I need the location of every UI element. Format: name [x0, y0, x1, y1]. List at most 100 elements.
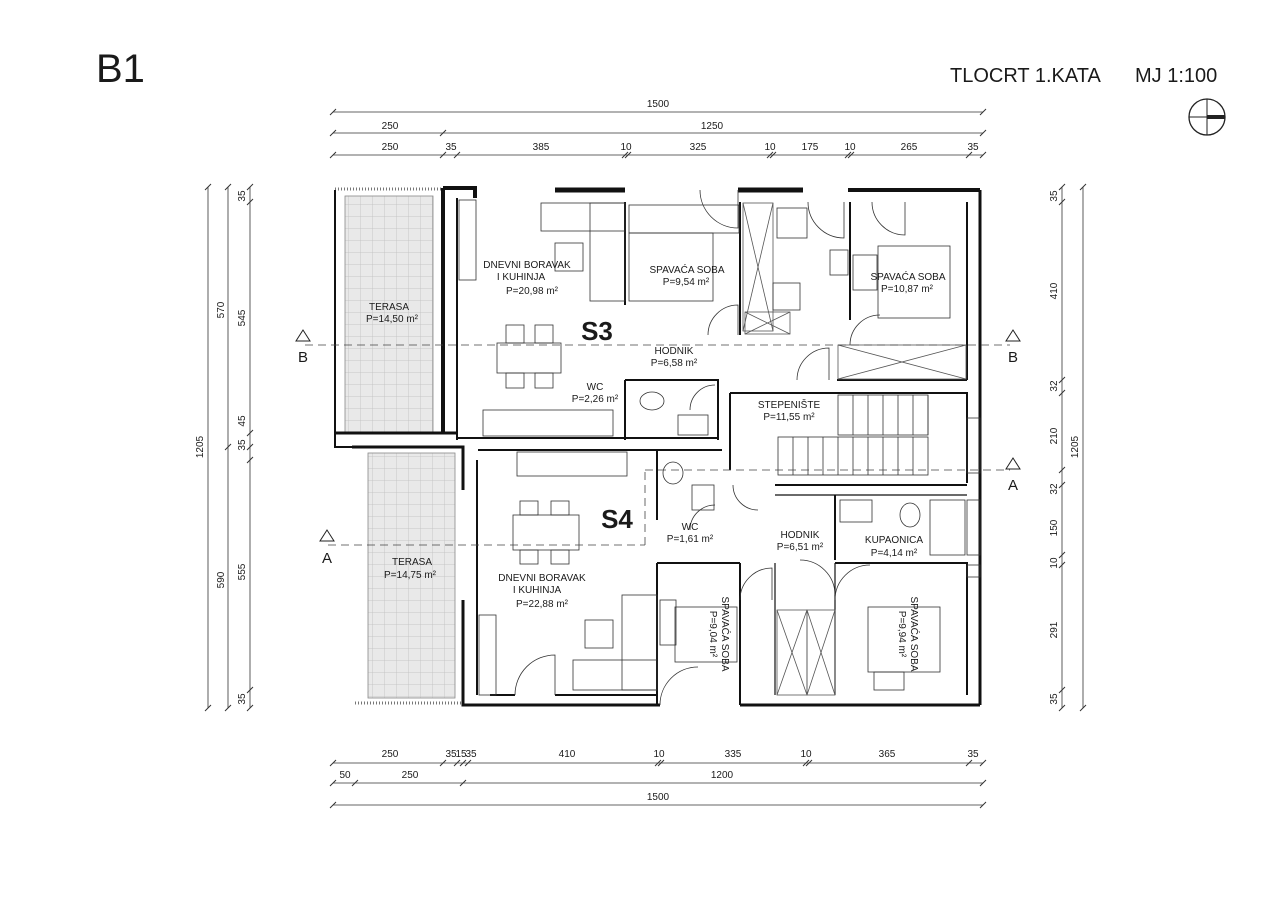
room-s4-wc-name: WC — [682, 522, 699, 533]
dimension-tick — [624, 151, 632, 159]
dim-top-row3-8: 265 — [901, 142, 918, 153]
dim-top-row3-1: 35 — [445, 142, 457, 153]
dimension-tick — [1079, 183, 1087, 191]
dimension-tick — [246, 456, 254, 464]
room-s4-wc-area: P=1,61 m² — [667, 534, 714, 545]
dim-right-inner-4: 32 — [1049, 483, 1060, 495]
dim-right-outer: 1205 — [1070, 435, 1081, 458]
terrace-upper — [344, 195, 434, 434]
room-s4-hall-name: HODNIK — [781, 530, 820, 541]
dim-bot-row2-1: 250 — [402, 770, 419, 781]
dim-right-inner-7: 291 — [1049, 621, 1060, 638]
dimension-ticks — [204, 108, 1087, 809]
dim-left-inner-1: 545 — [237, 309, 248, 326]
dim-bot-row1-0: 250 — [382, 749, 399, 760]
dimension-tick — [246, 686, 254, 694]
dimension-tick — [329, 801, 337, 809]
room-s4-bedroom2-name: SPAVAĆA SOBA — [908, 596, 921, 671]
room-s3-wc-area: P=2,26 m² — [572, 394, 619, 405]
drawing-scale: MJ 1:100 — [1135, 65, 1217, 87]
dim-bot-row1-3: 35 — [465, 749, 477, 760]
dim-bot-row1-6: 335 — [725, 749, 742, 760]
room-s3-bedroom1-area: P=9,54 m² — [663, 277, 710, 288]
dim-left-inner-4: 555 — [237, 563, 248, 580]
dimension-tick — [654, 759, 662, 767]
dimension-tick — [1058, 551, 1066, 559]
building-label: B1 — [96, 47, 145, 91]
section-b-right: B — [1008, 349, 1018, 366]
dim-top-row3-5: 10 — [764, 142, 776, 153]
dimension-tick — [1058, 686, 1066, 694]
dimension-tick — [246, 183, 254, 191]
dimension-tick — [1058, 198, 1066, 206]
dimension-tick — [439, 129, 447, 137]
dimension-tick — [965, 151, 973, 159]
dimension-tick — [204, 183, 212, 191]
dimension-tick — [439, 151, 447, 159]
room-s4-bedroom1-name: SPAVAĆA SOBA — [719, 596, 732, 671]
room-s3-living-name2: I KUHINJA — [497, 272, 546, 283]
dimension-tick — [329, 129, 337, 137]
dimension-tick — [979, 779, 987, 787]
dimension-tick — [847, 151, 855, 159]
dim-left-mid-0: 570 — [216, 301, 227, 318]
section-lines — [305, 344, 1010, 546]
dimension-tick — [1058, 389, 1066, 397]
dimension-tick — [329, 759, 337, 767]
dimension-tick — [766, 151, 774, 159]
dim-bot-row1-9: 35 — [967, 749, 979, 760]
dimension-tick — [844, 151, 852, 159]
dimension-tick — [1058, 183, 1066, 191]
dimension-tick — [979, 151, 987, 159]
dimension-tick — [979, 801, 987, 809]
room-s3-bedroom1-name: SPAVAĆA SOBA — [649, 263, 724, 276]
unit-label-s4: S4 — [601, 504, 633, 534]
dim-right-inner-0: 35 — [1049, 190, 1060, 202]
dim-bot-row1-5: 10 — [653, 749, 665, 760]
dimension-tick — [1058, 704, 1066, 712]
room-s4-bedroom2-area: P=9,94 m² — [896, 611, 907, 658]
dim-left-inner-2: 45 — [237, 415, 248, 427]
dim-top-row3-4: 325 — [690, 142, 707, 153]
room-s3-bedroom2-area: P=10,87 m² — [881, 284, 934, 295]
unit-label-s3: S3 — [581, 316, 613, 346]
room-s4-bath-name: KUPAONICA — [865, 535, 923, 546]
dimension-tick — [1058, 376, 1066, 384]
dim-left-inner-3: 35 — [237, 439, 248, 451]
dimension-tick — [1058, 561, 1066, 569]
windows — [966, 417, 981, 578]
dimension-tick — [246, 443, 254, 451]
room-s4-living-name2: I KUHINJA — [513, 585, 562, 596]
room-terrace-lower-name: TERASA — [392, 557, 432, 568]
dim-top-row3-9: 35 — [967, 142, 979, 153]
dimension-tick — [802, 759, 810, 767]
dim-top-row3-0: 250 — [382, 142, 399, 153]
dim-top-total: 1500 — [647, 99, 670, 110]
dimension-tick — [979, 759, 987, 767]
dim-left-outer: 1205 — [195, 435, 206, 458]
room-s4-hall-area: P=6,51 m² — [777, 542, 824, 553]
dimension-tick — [979, 129, 987, 137]
door-swings — [514, 189, 906, 706]
dimension-tick — [1058, 466, 1066, 474]
room-s3-living-area: P=20,98 m² — [506, 286, 559, 297]
dim-right-inner-2: 32 — [1049, 380, 1060, 392]
room-terrace-lower-area: P=14,75 m² — [384, 570, 437, 581]
dimension-tick — [351, 779, 359, 787]
dim-top-row3-2: 385 — [533, 142, 550, 153]
dimension-tick — [439, 759, 447, 767]
dimension-tick — [459, 779, 467, 787]
drawing-title: TLOCRT 1.KATA — [950, 65, 1101, 87]
terrace-lower — [367, 452, 456, 699]
dim-top-row3-3: 10 — [620, 142, 632, 153]
dimension-tick — [246, 704, 254, 712]
dimension-tick — [329, 108, 337, 116]
dimension-tick — [246, 429, 254, 437]
room-s4-bath-area: P=4,14 m² — [871, 548, 918, 559]
dimension-tick — [329, 779, 337, 787]
dimension-tick — [965, 759, 973, 767]
dim-top-row3-6: 175 — [802, 142, 819, 153]
section-a-left: A — [322, 550, 332, 567]
room-s3-living-name: DNEVNI BORAVAK — [483, 260, 571, 271]
